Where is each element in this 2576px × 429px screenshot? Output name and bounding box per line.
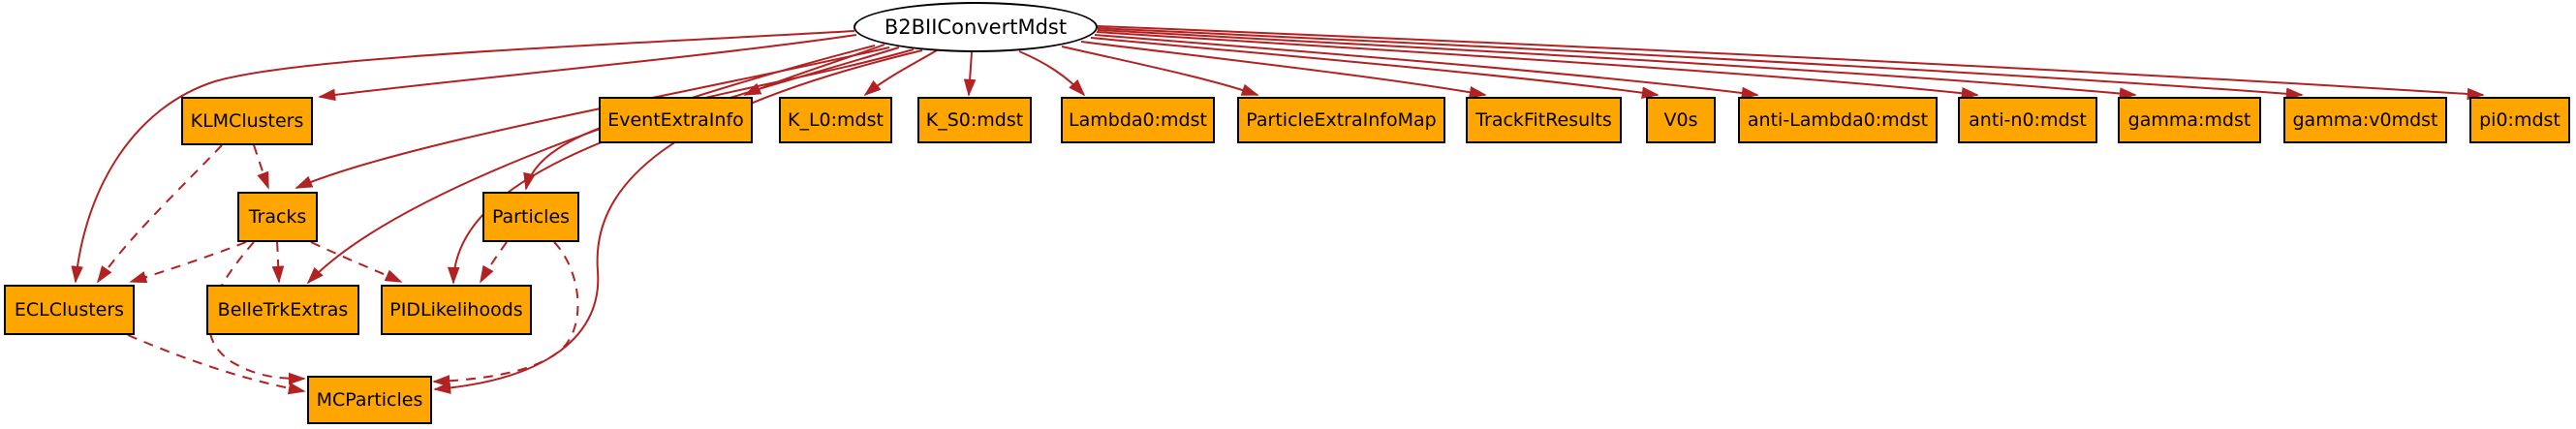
node-label: BelleTrkExtras	[217, 299, 349, 321]
node-label: gamma:mdst	[2127, 109, 2251, 131]
node-pidlikelihoods: PIDLikelihoods	[381, 285, 532, 335]
node-label: gamma:v0mdst	[2292, 109, 2438, 131]
edge-tracks-belletrkextras	[271, 241, 285, 284]
node-trackfitresults: TrackFitResults	[1466, 97, 1622, 143]
node-eventextrainfo: EventExtraInfo	[599, 97, 753, 143]
edge-root-k-l0-mdst	[863, 49, 938, 97]
node-label: B2BIIConvertMdst	[884, 15, 1068, 39]
node-label: pi0:mdst	[2479, 109, 2560, 131]
node-k-s0-mdst: K_S0:mdst	[917, 97, 1032, 143]
node-klmclusters: KLMClusters	[181, 97, 313, 145]
node-anti-n0-mdst: anti-n0:mdst	[1958, 97, 2097, 143]
node-tracks: Tracks	[237, 192, 318, 242]
edge-particles-mcparticles	[432, 241, 579, 387]
node-k-l0-mdst: K_L0:mdst	[779, 97, 892, 143]
node-label: anti-n0:mdst	[1969, 109, 2087, 131]
node-label: Tracks	[248, 206, 307, 228]
edge-root-tracks	[295, 46, 890, 189]
node-label: K_S0:mdst	[925, 109, 1024, 131]
node-label: Lambda0:mdst	[1069, 109, 1207, 131]
node-gamma-mdst: gamma:mdst	[2118, 97, 2261, 143]
edge-root-lambda0-mdst	[1018, 50, 1086, 97]
edge-root-anti-lambda0-mdst	[1094, 34, 1759, 100]
edge-tracks-mcparticles	[208, 241, 306, 385]
node-label: anti-Lambda0:mdst	[1747, 109, 1929, 131]
edge-root-gamma-mdst	[1097, 29, 2137, 100]
edge-root-pi0-mdst	[1097, 25, 2485, 101]
edge-root-eclclusters	[71, 30, 855, 284]
edge-tracks-pidlikelihoods	[310, 241, 403, 283]
node-label: K_L0:mdst	[788, 109, 884, 131]
node-particleextrainfomap: ParticleExtraInfoMap	[1237, 97, 1445, 143]
node-v0s: V0s	[1646, 97, 1716, 143]
node-anti-lambda0-mdst: anti-Lambda0:mdst	[1738, 97, 1938, 143]
edge-root-pidlikelihoods	[447, 46, 900, 285]
node-b2biiconvertmdst: B2BIIConvertMdst	[853, 2, 1098, 52]
node-label: V0s	[1663, 109, 1698, 131]
node-gamma-v0mdst: gamma:v0mdst	[2283, 97, 2447, 143]
node-mcparticles: MCParticles	[307, 376, 432, 424]
node-belletrkextras: BelleTrkExtras	[206, 285, 359, 335]
edge-root-klmclusters	[318, 34, 857, 102]
node-label: EventExtraInfo	[607, 109, 744, 131]
node-label: TrackFitResults	[1475, 109, 1612, 131]
edge-root-particleextrainfomap	[1061, 46, 1259, 96]
edge-root-v0s	[1090, 37, 1660, 99]
edge-eclclusters-mcparticles	[127, 334, 306, 395]
edge-root-belletrkextras	[306, 45, 876, 285]
edge-klmclusters-tracks	[253, 144, 269, 190]
edge-root-gamma-v0mdst	[1097, 27, 2304, 101]
node-lambda0-mdst: Lambda0:mdst	[1061, 97, 1215, 143]
node-label: PIDLikelihoods	[389, 299, 523, 321]
edge-root-anti-n0-mdst	[1096, 31, 1979, 100]
node-label: MCParticles	[316, 389, 423, 411]
edge-tracks-eclclusters	[129, 241, 247, 284]
node-eclclusters: ECLClusters	[4, 285, 135, 335]
edge-root-k-s0-mdst	[963, 51, 977, 97]
node-label: ECLClusters	[14, 299, 125, 321]
node-label: KLMClusters	[190, 110, 304, 132]
edge-klmclusters-eclclusters	[96, 144, 223, 284]
node-label: ParticleExtraInfoMap	[1246, 109, 1437, 131]
edge-root-eventextrainfo	[743, 44, 885, 96]
node-particles: Particles	[482, 192, 579, 242]
edge-root-trackfitresults	[1080, 41, 1487, 99]
node-pi0-mdst: pi0:mdst	[2469, 97, 2570, 143]
edge-particles-pidlikelihoods	[480, 241, 508, 284]
node-label: Particles	[491, 206, 571, 228]
